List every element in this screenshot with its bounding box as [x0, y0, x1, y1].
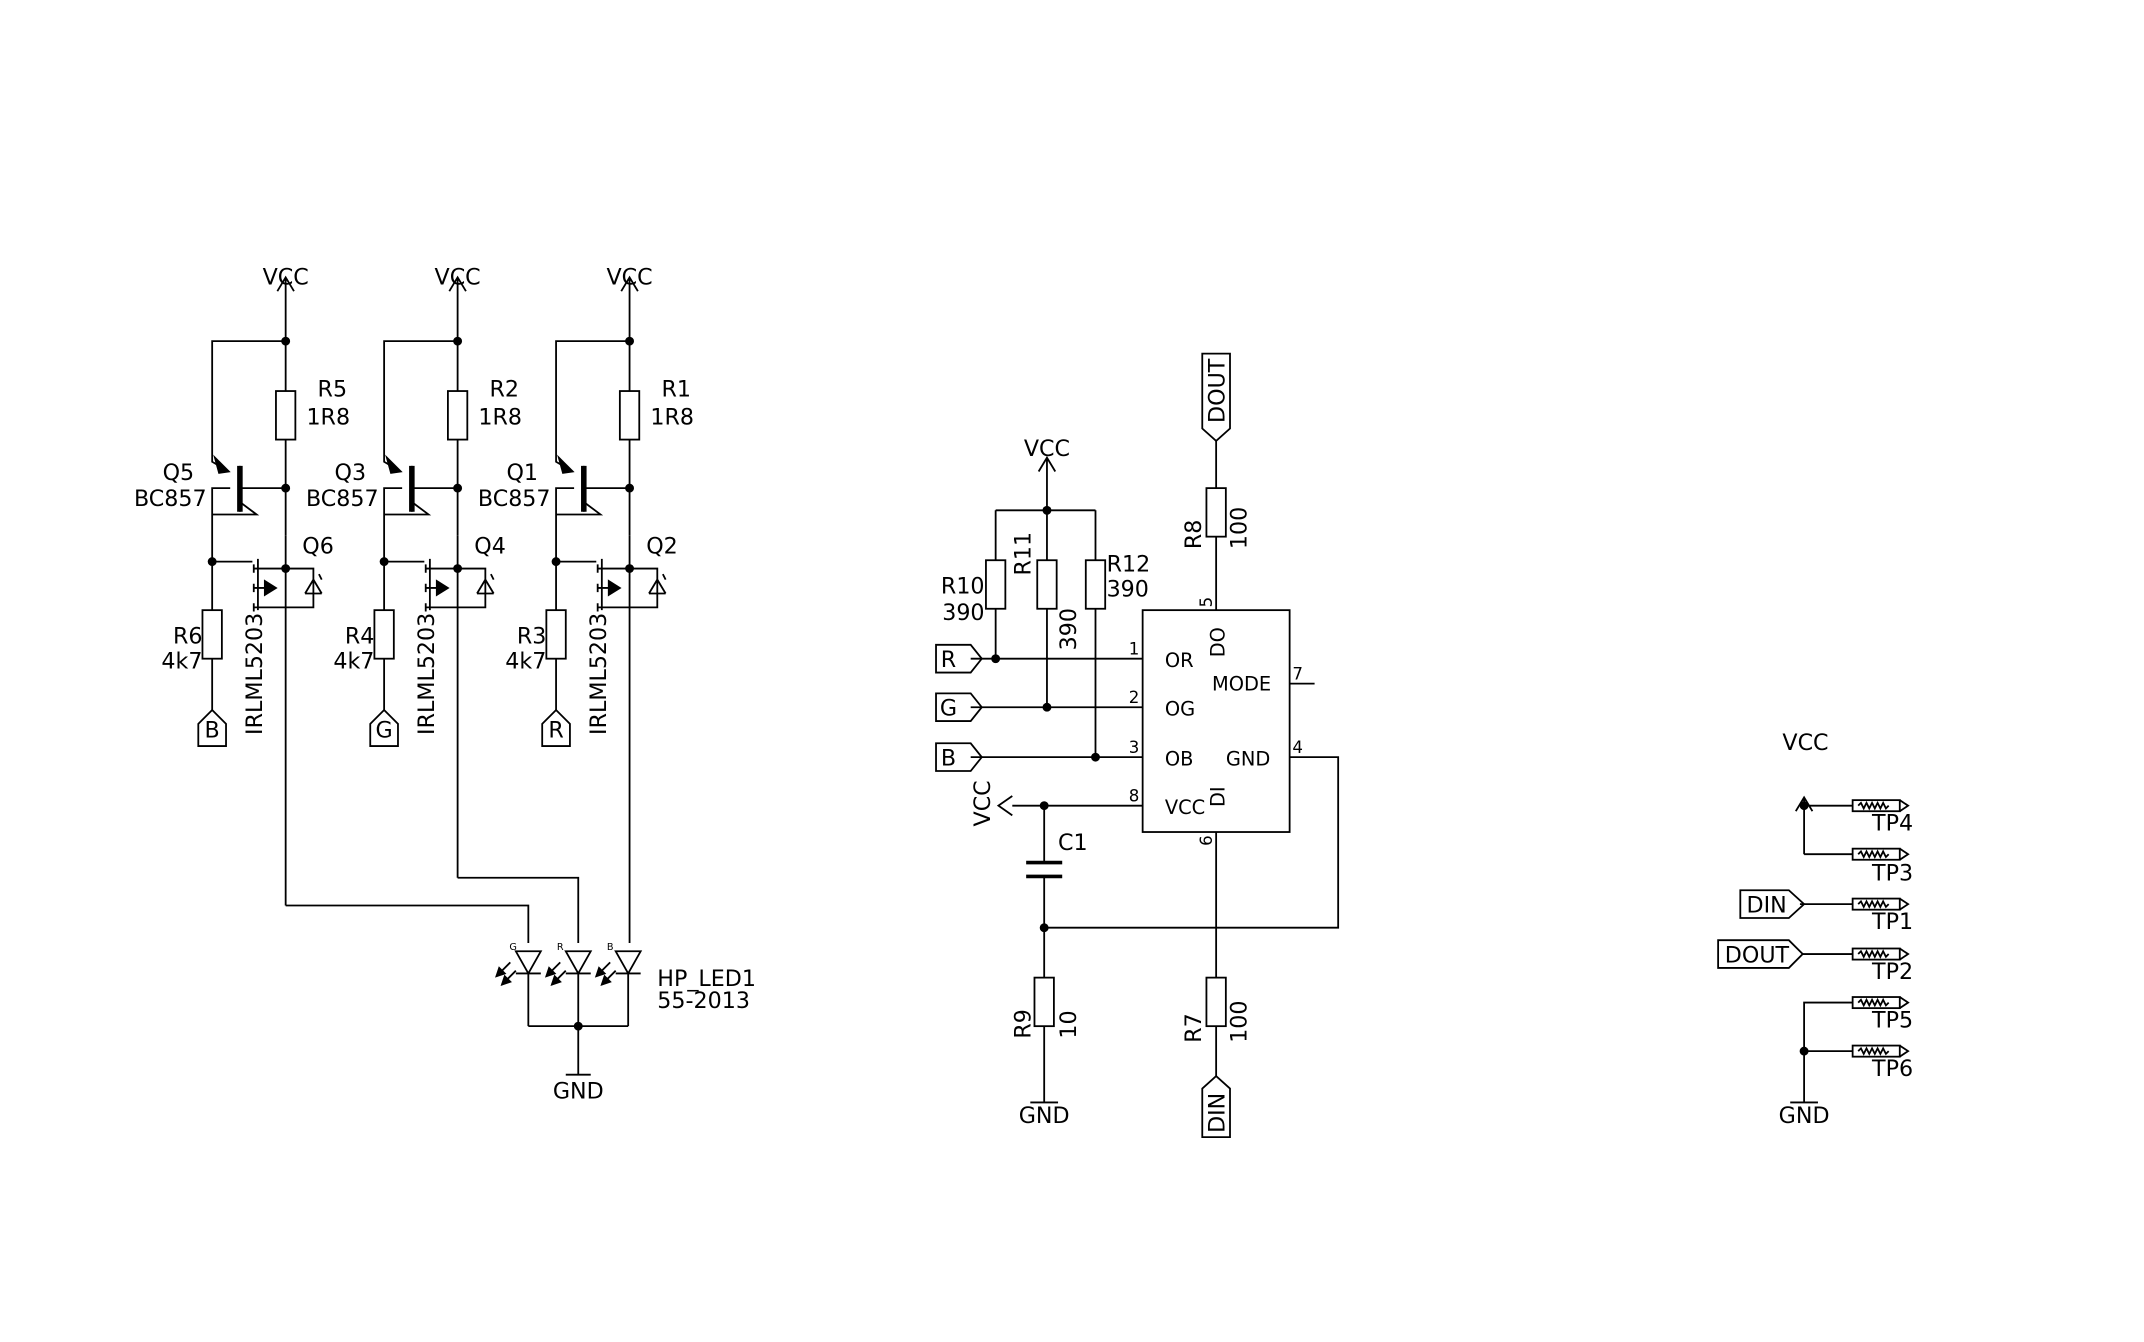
resistor-value: 1R8 [478, 404, 522, 430]
testpoint-label: TP6 [1871, 1056, 1913, 1082]
testpoint-label: TP3 [1871, 861, 1913, 887]
resistor-value: 1R8 [650, 404, 694, 430]
ic-pin-name: MODE [1212, 673, 1271, 696]
ic-pin-number: 3 [1129, 738, 1140, 757]
testpoint-label: TP4 [1871, 811, 1913, 837]
resistor-value: 390 [1056, 608, 1082, 650]
testpoint-symbols [1851, 799, 1910, 1058]
mosfet-ref: Q4 [474, 533, 506, 559]
ic-pin-name: DO [1206, 627, 1229, 657]
resistor-ref: R9 [1010, 1009, 1036, 1039]
port-label: G [376, 718, 393, 744]
ic-pin-number: 2 [1129, 688, 1140, 707]
ic-pin-number: 5 [1197, 597, 1216, 608]
resistor-ref: R11 [1010, 532, 1036, 576]
transistor-ref: Q1 [506, 460, 538, 486]
mosfet-value: IRLML5203 [414, 613, 440, 735]
capacitor-ref: C1 [1058, 830, 1088, 856]
resistor-value: 100 [1227, 507, 1253, 549]
driver-stage-g [373, 275, 580, 943]
mosfet-ref: Q2 [646, 533, 678, 559]
vcc-label: VCC [1782, 730, 1828, 756]
transistor-value: BC857 [478, 486, 551, 512]
led-pin-label: G [509, 942, 517, 953]
resistor-value: 4k7 [505, 648, 546, 674]
transistor-value: BC857 [306, 486, 379, 512]
vcc-label: VCC [606, 264, 652, 290]
resistor-ref: R6 [173, 623, 203, 649]
resistor-value: 10 [1056, 1010, 1082, 1038]
port-label: G [940, 696, 957, 722]
vcc-label: VCC [970, 780, 996, 826]
mosfet-ref: Q6 [302, 533, 334, 559]
vcc-label: VCC [263, 264, 309, 290]
resistor-value: 4k7 [161, 648, 202, 674]
resistor-value: 4k7 [333, 648, 374, 674]
led-pin-label: R [557, 942, 564, 953]
driver-stage-r [545, 275, 667, 943]
testpoint-label: TP1 [1871, 909, 1913, 935]
mosfet-value: IRLML5203 [586, 613, 612, 735]
driver-stage-b [201, 275, 530, 943]
led-ref: HP_LED1 [657, 966, 756, 992]
transistor-value: BC857 [134, 486, 207, 512]
ic-pin-name: OR [1165, 649, 1194, 672]
vcc-label: VCC [1024, 436, 1070, 462]
port-label: DIN [1204, 1093, 1230, 1133]
ic-pin-name: OG [1165, 698, 1195, 721]
vcc-label: VCC [435, 264, 481, 290]
port-label: B [941, 745, 956, 771]
wires [197, 275, 1910, 1138]
port-label: B [205, 718, 220, 744]
ic-pin-number: 7 [1292, 664, 1303, 683]
port-label: DIN [1747, 892, 1787, 918]
testpoint-label: TP5 [1871, 1008, 1913, 1034]
ic-pin-name: OB [1165, 747, 1194, 770]
resistor-ref: R3 [517, 623, 547, 649]
testpoint-label: TP2 [1871, 959, 1913, 985]
ic-pin-name: DI [1206, 786, 1229, 807]
resistor-ref: R2 [490, 377, 520, 403]
ic-pin-number: 6 [1197, 835, 1216, 846]
port-label: R [941, 647, 956, 673]
junction-dots [207, 336, 1809, 1056]
gnd-label: GND [1779, 1103, 1830, 1129]
resistor-ref: R12 [1107, 551, 1151, 577]
resistor-ref: R1 [661, 377, 691, 403]
led-pin-label: B [607, 942, 614, 953]
ic-pin-name: GND [1226, 747, 1271, 770]
resistor-ref: R4 [345, 623, 375, 649]
resistor-ref: R5 [318, 377, 348, 403]
resistor-ref: R8 [1181, 520, 1207, 550]
gnd-label: GND [553, 1078, 604, 1104]
port-label: R [548, 718, 563, 744]
ic-pin-number: 4 [1292, 738, 1303, 757]
resistor-ref: R7 [1181, 1013, 1207, 1043]
gnd-label: GND [1019, 1103, 1070, 1129]
resistor-value: 390 [942, 600, 984, 626]
mosfet-value: IRLML5203 [242, 613, 268, 735]
ic-pin-number: 8 [1129, 787, 1140, 806]
resistor-value: 390 [1107, 576, 1149, 602]
transistor-ref: Q3 [335, 460, 367, 486]
resistor-value: 100 [1227, 1000, 1253, 1042]
ic-pin-name: VCC [1165, 796, 1205, 819]
rgb-led-body [495, 950, 643, 1076]
ic-pin-number: 1 [1129, 640, 1140, 659]
transistor-ref: Q5 [163, 460, 195, 486]
port-label: DOUT [1725, 942, 1790, 968]
resistor-ref: R10 [941, 574, 985, 600]
led-value: 55-2013 [657, 988, 750, 1014]
resistor-value: 1R8 [306, 404, 350, 430]
port-label: DOUT [1204, 358, 1230, 423]
